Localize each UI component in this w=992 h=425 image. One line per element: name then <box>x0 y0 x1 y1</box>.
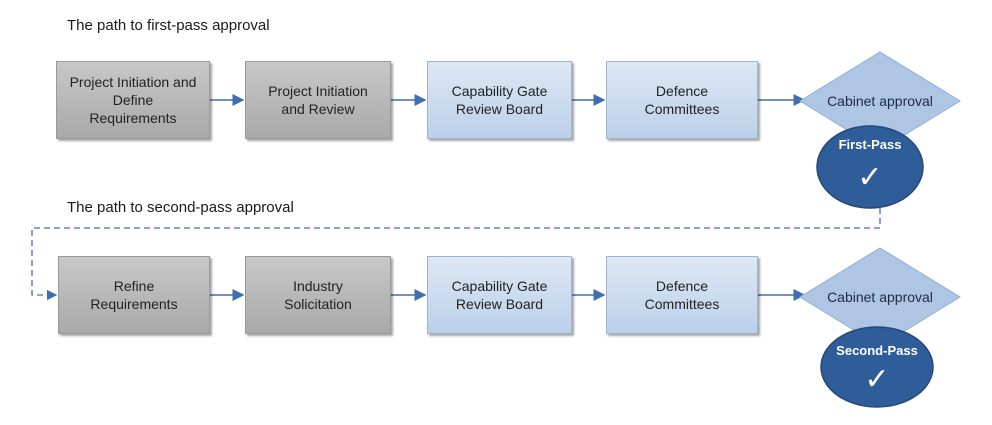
second-pass-check-icon: ✓ <box>864 363 890 396</box>
step-defence-committees-first: Defence Committees <box>606 61 758 139</box>
cabinet-approval-second-label: Cabinet approval <box>827 289 933 305</box>
step-refine-requirements: Refine Requirements <box>58 256 210 334</box>
step-capability-gate-second: Capability Gate Review Board <box>427 256 572 334</box>
step-label: Refine Requirements <box>90 278 178 312</box>
step-label: Defence Committees <box>644 83 720 117</box>
second-pass-ellipse <box>820 326 934 408</box>
step-label: Project Initiation and Review <box>268 83 368 117</box>
step-label: Project Initiation and Define Requiremen… <box>69 74 197 126</box>
second-pass-label: Second-Pass <box>836 343 918 358</box>
step-capability-gate-first: Capability Gate Review Board <box>427 61 572 139</box>
step-project-initiation-review: Project Initiation and Review <box>245 61 391 139</box>
step-label: Capability Gate Review Board <box>451 83 548 117</box>
first-pass-check-icon: ✓ <box>857 161 883 194</box>
first-pass-title: The path to first-pass approval <box>67 17 270 34</box>
step-label: Defence Committees <box>644 278 720 312</box>
first-pass-label: First-Pass <box>838 137 902 152</box>
cabinet-approval-first-label: Cabinet approval <box>827 93 933 109</box>
second-pass-title: The path to second-pass approval <box>67 199 294 216</box>
step-label: Industry Solicitation <box>284 278 352 312</box>
dashed-connector <box>31 208 881 301</box>
first-pass-ellipse <box>816 125 924 209</box>
step-project-initiation-define: Project Initiation and Define Requiremen… <box>56 61 210 139</box>
step-industry-solicitation: Industry Solicitation <box>245 256 391 334</box>
step-label: Capability Gate Review Board <box>451 278 548 312</box>
step-defence-committees-second: Defence Committees <box>606 256 758 334</box>
